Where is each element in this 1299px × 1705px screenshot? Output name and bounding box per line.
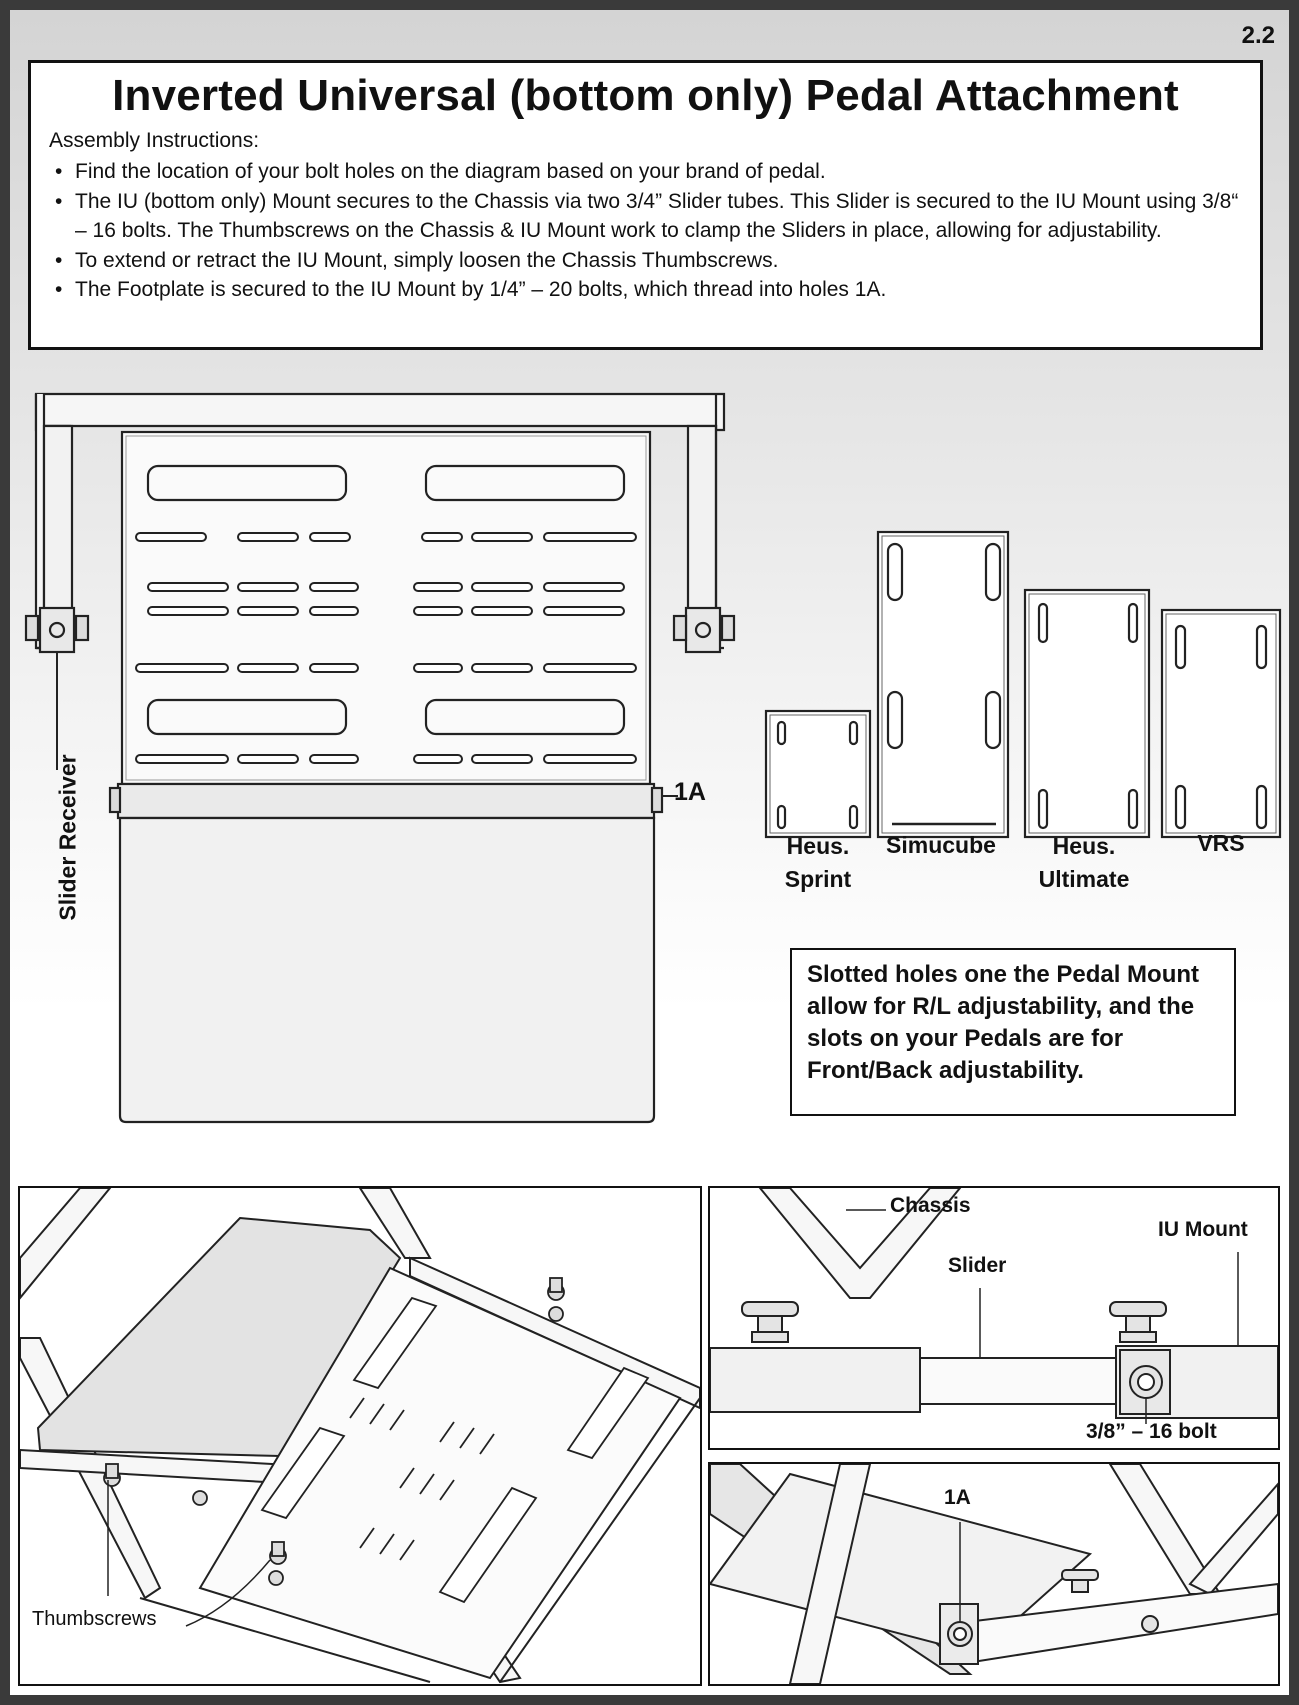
pedal-label-heus-sprint: Heus. Sprint [784,833,852,892]
pedal-label-vrs: VRS [1197,830,1245,856]
slider-side-detail-drawing [710,1188,1278,1424]
instructions-box: Inverted Universal (bottom only) Pedal A… [28,60,1263,350]
slider-side-detail-panel: Chassis Slider IU Mount 3/8” – 16 bolt [708,1186,1280,1450]
instruction-item: To extend or retract the IU Mount, simpl… [51,246,1241,276]
mount-top-view-diagram [24,392,736,1124]
slider-label: Slider [948,1254,1007,1277]
instruction-item: Find the location of your bolt holes on … [51,157,1241,187]
hole-1a-detail-drawing [710,1464,1278,1684]
pedal-label-simucube: Simucube [886,832,996,858]
hole-1a-label: 1A [674,778,706,806]
pedal-bolt-patterns [764,530,1282,839]
page-number: 2.2 [1241,22,1275,49]
isometric-assembly-drawing [20,1188,700,1684]
instruction-list: Find the location of your bolt holes on … [51,157,1241,305]
manual-page: 2.2 Inverted Universal (bottom only) Ped… [10,10,1289,1695]
instruction-item: The Footplate is secured to the IU Mount… [51,275,1241,305]
hole-1a-detail-label: 1A [944,1486,971,1509]
instruction-item: The IU (bottom only) Mount secures to th… [51,187,1241,246]
page-title: Inverted Universal (bottom only) Pedal A… [112,71,1179,120]
isometric-assembly-panel: Thumbscrews [18,1186,702,1686]
thumbscrews-label: Thumbscrews [32,1608,157,1630]
slider-receiver-label: Slider Receiver [54,754,81,921]
pedal-label-heus-ultimate: Heus. Ultimate [1038,833,1130,892]
bolt-label: 3/8” – 16 bolt [1086,1420,1217,1443]
iu-mount-label: IU Mount [1158,1218,1248,1241]
instructions-heading: Assembly Instructions: [49,129,260,152]
adjustability-note: Slotted holes one the Pedal Mount allow … [790,948,1236,1116]
chassis-label: Chassis [890,1194,971,1217]
hole-1a-detail-panel: 1A [708,1462,1280,1686]
